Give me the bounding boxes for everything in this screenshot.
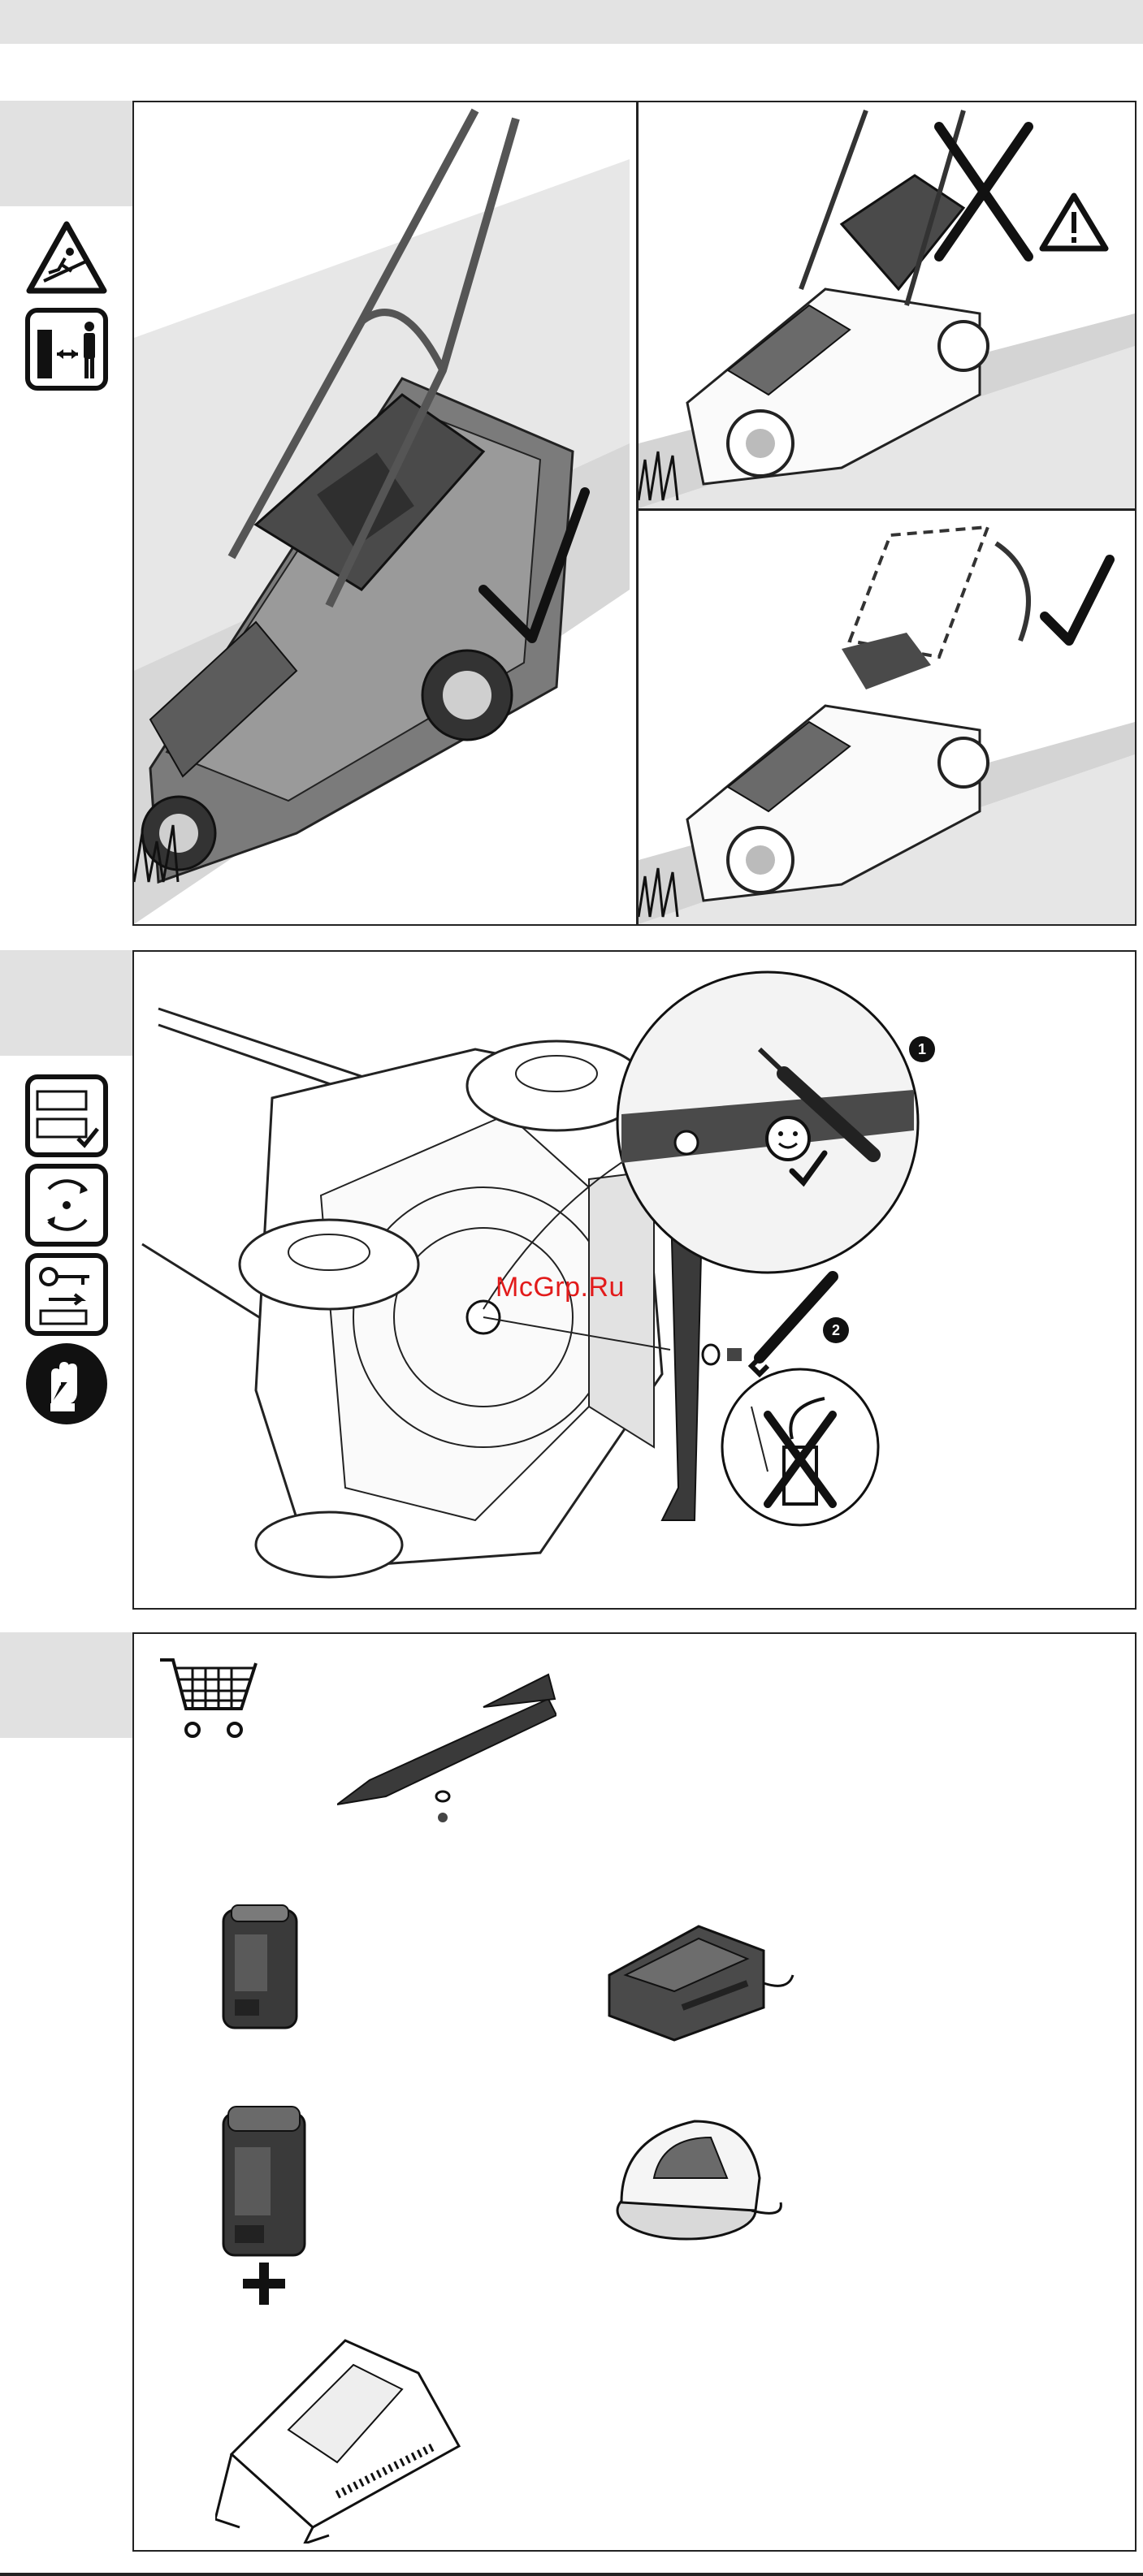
- watermark-text: McGrp.Ru: [496, 1272, 625, 1303]
- mower-on-slope-illustration: [134, 102, 638, 924]
- read-manual-icon: [24, 1074, 109, 1158]
- section-tab-3: [0, 1632, 132, 1738]
- replacement-blade-image: [337, 1666, 556, 1829]
- accessories-panel: [132, 1632, 1137, 2552]
- battery-large-image: [215, 2105, 313, 2259]
- gloves-icon: [24, 1342, 109, 1426]
- callout-step-1: 1: [914, 1041, 930, 1057]
- blade-change-panel: 1 2: [132, 950, 1137, 1610]
- bottom-rule: [0, 2573, 1143, 2576]
- slope-warning-icon: [24, 219, 109, 297]
- uphill-wrong-illustration: [639, 102, 1135, 508]
- remove-key-icon: [24, 1252, 109, 1337]
- blade-rotation-icon: [24, 1163, 109, 1247]
- battery-small-image: [215, 1902, 305, 2032]
- handle-tilt-correct-illustration: [639, 511, 1135, 924]
- callout-step-2: 2: [828, 1322, 844, 1338]
- keep-distance-icon: [24, 307, 109, 391]
- section-tab-1: [0, 101, 132, 206]
- fast-charger-image: [601, 1894, 796, 2048]
- shopping-cart-icon: [157, 1655, 262, 1740]
- plus-sign-icon: [240, 2259, 288, 2308]
- blade-removal-illustration: 1 2: [134, 952, 1135, 1608]
- section-tab-2: [0, 950, 132, 1056]
- standard-charger-image: [605, 2097, 800, 2251]
- slope-panel: [132, 101, 1137, 926]
- battery-cover-image: [215, 2316, 475, 2544]
- header-bar: [0, 0, 1143, 44]
